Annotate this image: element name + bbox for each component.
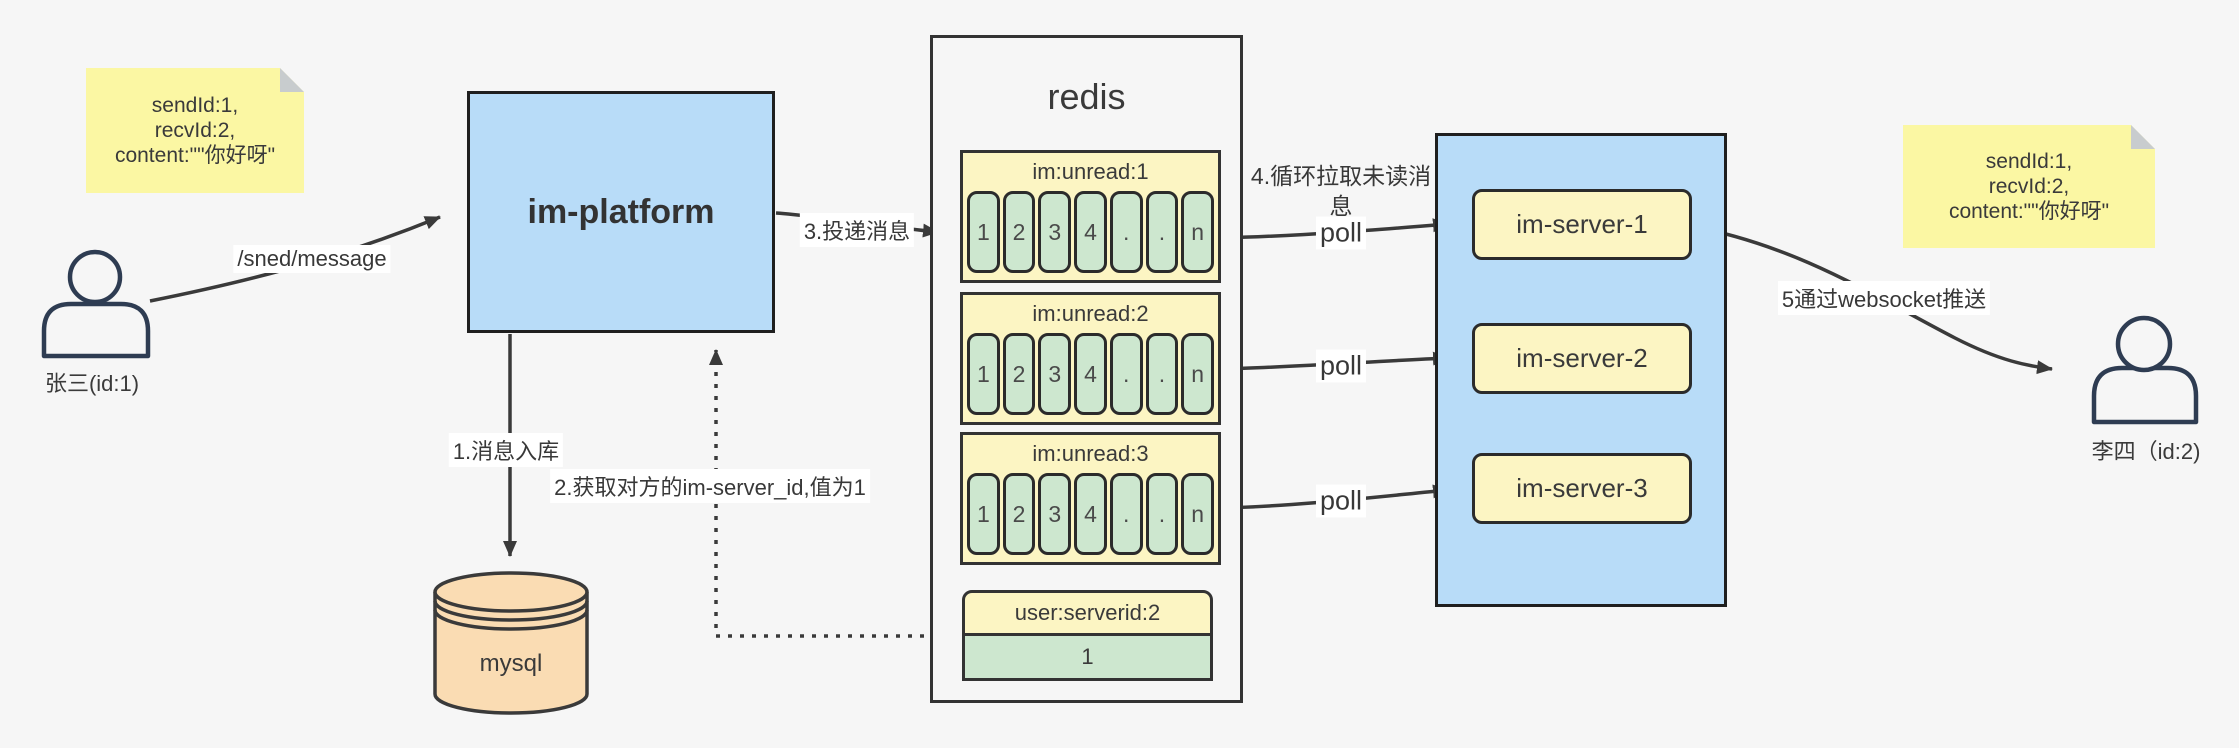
label-poll-3: poll [1315,484,1367,518]
queue-cell: 2 [1002,473,1036,555]
queue-header: im:unread:3 [1032,441,1149,466]
queue-cell: n [1181,333,1215,415]
queue-cell: 3 [1038,333,1072,415]
im-server-2-box: im-server-2 [1472,323,1692,394]
note-line: sendId:1, [1985,150,2073,173]
label-step5-websocket: 5通过websocket推送 [1777,281,1991,315]
arrow-lookup-serverid [709,349,960,638]
queue-cells: 1 2 3 4 . . n [967,473,1215,555]
queue-cell: 4 [1074,191,1107,273]
note-line: content:""你好呀" [114,144,276,167]
note-line: sendId:1, [151,94,239,117]
queue-cell: 3 [1038,473,1072,555]
user-serverid-box: user:serverid:2 1 [962,590,1213,681]
im-server-label: im-server-2 [1516,343,1648,373]
label-poll-1: poll [1315,216,1367,250]
im-platform-label: im-platform [527,192,715,231]
queue-cell: . [1109,333,1143,415]
label-step4-poll-loop: 4.循环拉取未读消息 [1250,163,1432,219]
queue-cell: 3 [1038,191,1072,273]
im-server-1-box: im-server-1 [1472,189,1692,260]
sticky-note-left: sendId:1, recvId:2, content:""你好呀" [86,68,304,193]
queue-cell: . [1109,473,1143,555]
queue-cell: 1 [967,333,1000,415]
note-line: recvId:2, [1988,175,2070,198]
queue-cell: 2 [1002,191,1036,273]
person-receiver-icon [2091,315,2199,425]
label-send-message: /sned/message [233,245,391,273]
queue-cell: n [1181,473,1215,555]
im-platform-box: im-platform [467,91,775,333]
redis-title: redis [1047,76,1126,117]
label-step2-lookup: 2.获取对方的im-server_id,值为1 [550,469,870,503]
queue-cell: . [1109,191,1143,273]
im-server-cluster: im-server-1 im-server-2 im-server-3 [1435,133,1727,607]
queue-header: im:unread:1 [1032,159,1149,184]
sender-name-label: 张三(id:1) [44,371,140,396]
queue-im-unread-1: im:unread:1 1 2 3 4 . . n [960,150,1221,283]
person-sender-icon [41,249,151,359]
queue-cell: . [1145,191,1179,273]
note-line: content:""你好呀" [1948,200,2110,223]
sticky-note-right: sendId:1, recvId:2, content:""你好呀" [1903,125,2155,248]
label-poll-2: poll [1315,349,1367,383]
note-line: recvId:2, [154,119,236,142]
queue-cells: 1 2 3 4 . . n [967,191,1215,273]
mysql-label: mysql [479,650,543,677]
queue-header: im:unread:2 [1032,301,1149,326]
receiver-name-label: 李四（id:2) [2091,439,2201,464]
queue-cell: 1 [967,191,1000,273]
queue-im-unread-3: im:unread:3 1 2 3 4 . . n [960,432,1221,565]
label-step1-store: 1.消息入库 [448,433,564,467]
im-server-label: im-server-3 [1516,473,1648,503]
queue-cell: n [1181,191,1215,273]
user-serverid-value: 1 [962,636,1213,681]
queue-cell: 4 [1074,473,1107,555]
user-serverid-header: user:serverid:2 [962,590,1213,636]
mysql-cylinder [433,571,589,715]
im-server-label: im-server-1 [1516,209,1648,239]
queue-cell: 4 [1074,333,1107,415]
queue-im-unread-2: im:unread:2 1 2 3 4 . . n [960,292,1221,425]
redis-container: redis im:unread:1 1 2 3 4 . . n im:unrea… [930,35,1243,703]
queue-cell: . [1145,473,1179,555]
queue-cell: 1 [967,473,1000,555]
arrow-websocket-push [1690,224,2053,375]
queue-cells: 1 2 3 4 . . n [967,333,1215,415]
queue-cell: 2 [1002,333,1036,415]
label-step3-deliver: 3.投递消息 [799,213,915,247]
queue-cell: . [1145,333,1179,415]
im-server-3-box: im-server-3 [1472,453,1692,524]
